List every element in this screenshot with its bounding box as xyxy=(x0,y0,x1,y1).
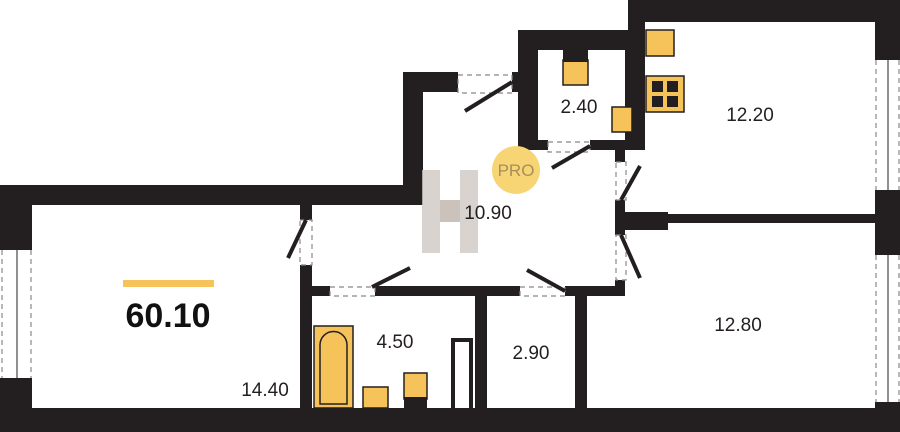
room-area-toilet: 2.40 xyxy=(561,97,598,118)
sink-icon xyxy=(611,106,633,133)
fixtures xyxy=(313,29,685,409)
toilet-icon xyxy=(403,372,428,400)
total-area: 60.10 xyxy=(125,297,210,335)
sink-icon xyxy=(362,386,389,409)
toilet-icon xyxy=(562,59,589,86)
pro-badge xyxy=(492,146,540,194)
h-logo-icon xyxy=(422,170,478,253)
room-area-storage: 2.90 xyxy=(513,343,550,364)
room-area-hall: 10.90 xyxy=(464,203,512,224)
room-area-living: 14.40 xyxy=(241,380,289,401)
room-area-bedroom: 12.80 xyxy=(714,315,762,336)
doors xyxy=(286,74,642,297)
room-area-bathroom: 4.50 xyxy=(377,332,414,353)
pro-badge-label: PRO xyxy=(498,161,535,180)
room-area-kitchen: 12.20 xyxy=(726,105,774,126)
sink-icon xyxy=(645,29,675,57)
total-area-bar xyxy=(123,280,214,287)
windows xyxy=(1,60,900,402)
stove-icon xyxy=(645,75,685,113)
